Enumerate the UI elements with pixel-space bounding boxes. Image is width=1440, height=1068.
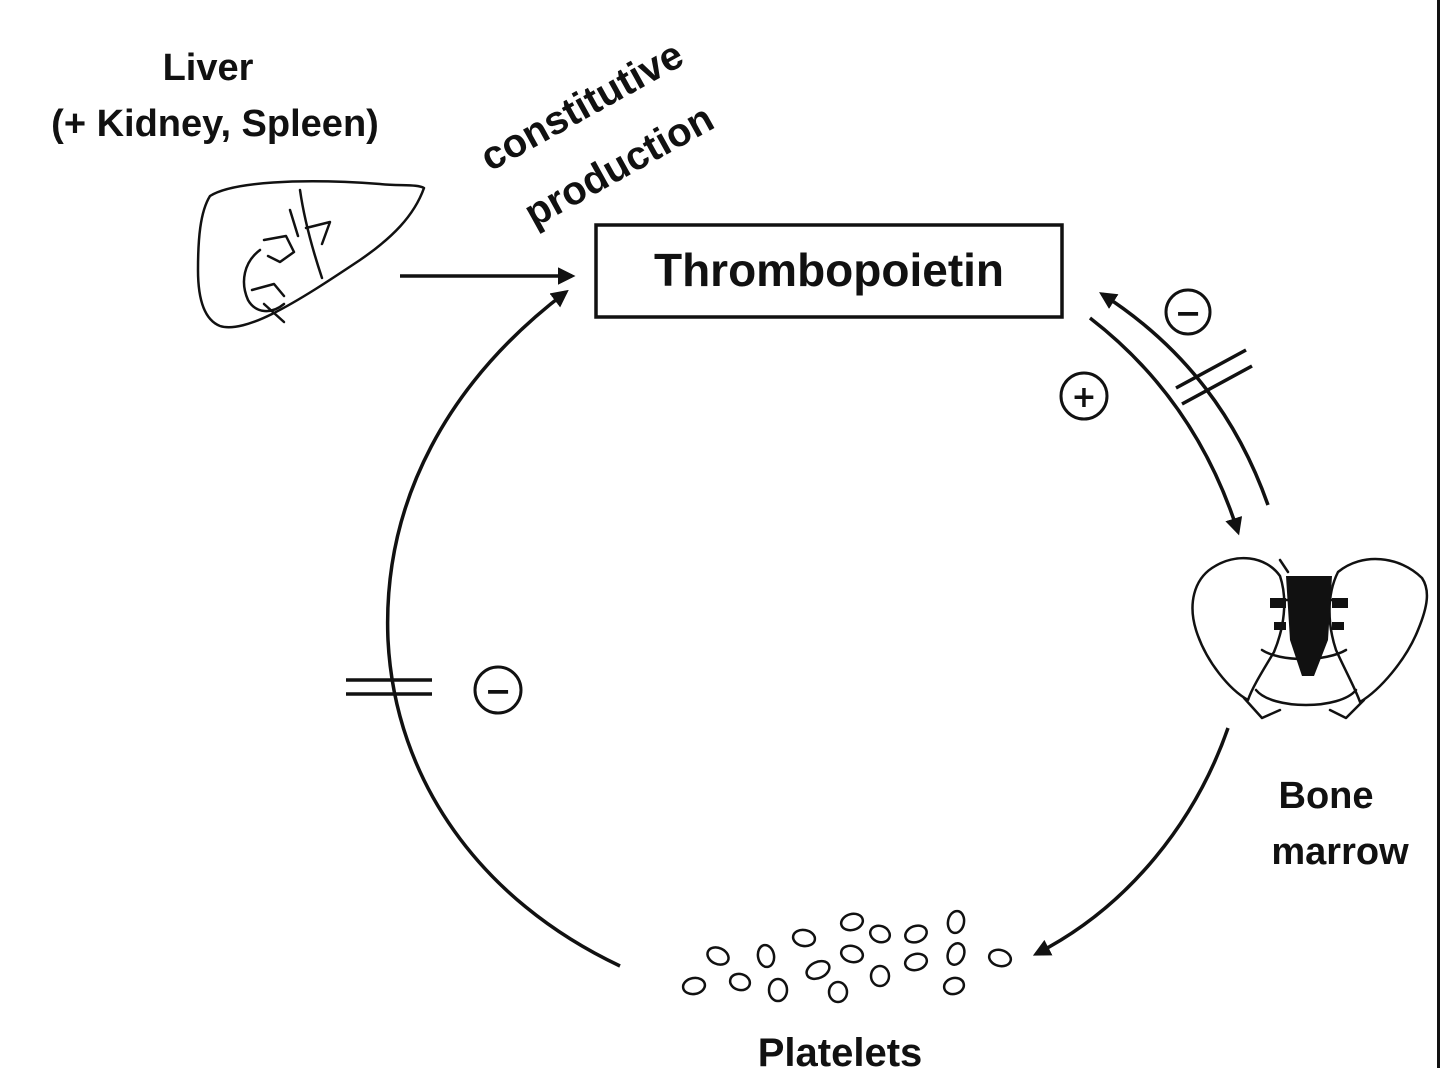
platelets-icon — [681, 909, 1013, 1004]
tpo-to-marrow-arrow — [1088, 316, 1243, 536]
tpo-feedback-block-mark-2 — [1181, 364, 1253, 406]
tpo-feedback-minus-sign: − — [1164, 288, 1212, 336]
platelets-to-tpo-feedback-arrow — [385, 289, 621, 968]
liver-icon — [196, 180, 426, 329]
bone-marrow-label: Bone — [1279, 775, 1374, 817]
liver-label: Liver — [163, 47, 254, 89]
bone-marrow-sublabel: marrow — [1271, 831, 1409, 873]
tpo-feedback-minus-text: − — [1175, 294, 1202, 332]
platelet-feedback-minus-text: − — [485, 672, 512, 710]
marrow-to-platelets-arrow — [1032, 727, 1230, 956]
tpo-to-marrow-plus-sign: + — [1059, 371, 1109, 421]
marrow-to-tpo-feedback-arrow — [1099, 292, 1270, 506]
tpo-feedback-block-mark-1 — [1175, 348, 1247, 390]
liver-sublabel: (+ Kidney, Spleen) — [51, 103, 379, 145]
tpo-to-marrow-plus-text: + — [1071, 380, 1096, 415]
pelvis-sacrum-icon — [1270, 576, 1348, 676]
thrombopoietin-box — [594, 223, 1064, 319]
image-right-border — [1437, 0, 1440, 1068]
thrombopoietin-node: Thrombopoietin — [594, 223, 1064, 319]
platelet-feedback-minus-sign: − — [473, 665, 523, 715]
platelets-label: Platelets — [758, 1031, 923, 1068]
thrombopoietin-label: Thrombopoietin — [654, 244, 1004, 296]
